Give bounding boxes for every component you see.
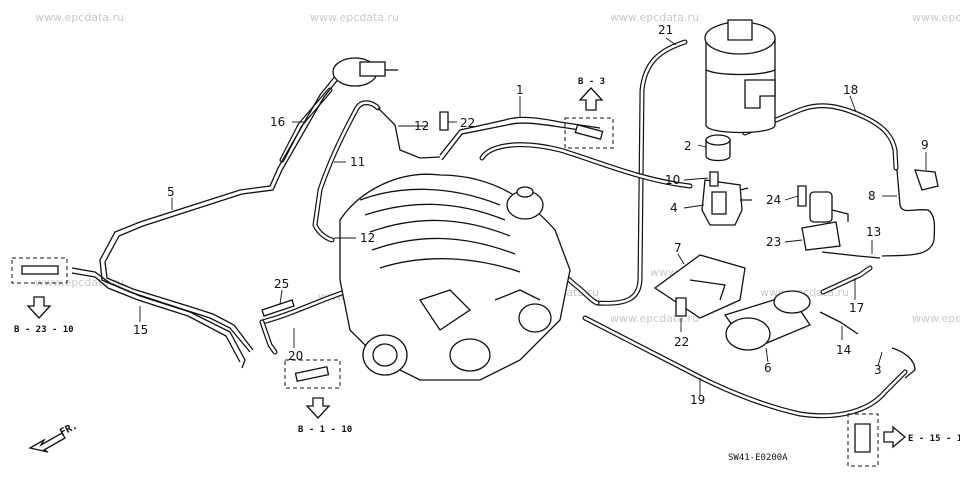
- bolt-10: [709, 171, 719, 187]
- callout-21: 21: [658, 23, 673, 37]
- cap-2: [705, 139, 731, 162]
- callout-10: 10: [665, 173, 680, 187]
- hose-layer: [71, 39, 936, 419]
- front-arrow-icon: [28, 432, 66, 453]
- callout-9: 9: [921, 138, 929, 152]
- watermark: www.epcdata.ru: [35, 11, 124, 24]
- watermark: www.epc: [912, 312, 960, 325]
- pipe-1: [439, 116, 601, 156]
- hose-8: [881, 169, 936, 257]
- callout-25: 25: [274, 277, 289, 291]
- hose-piece-25: [261, 299, 295, 317]
- callout-8: 8: [868, 189, 876, 203]
- ref-label-b2310: B - 23 - 10: [14, 325, 74, 335]
- ref-label-b110: B - 1 - 10: [298, 425, 352, 435]
- callout-2: 2: [684, 139, 692, 153]
- callout-labels: 21 18 9 8 2 10 4 24 23 13 7 17 22 6 14 3…: [133, 23, 929, 407]
- front-label: FR.: [58, 420, 79, 438]
- callout-15: 15: [133, 323, 148, 337]
- arrow-right-e1510: [883, 425, 907, 449]
- pressure-regulator: [332, 57, 398, 87]
- reference-arrows: B - 3 B - 23 - 10 B - 1 - 10 E - 15 - 10: [14, 77, 960, 449]
- callout-19: 19: [690, 393, 705, 407]
- callout-6: 6: [764, 361, 772, 375]
- callout-12-lower: 12: [360, 231, 375, 245]
- callout-4: 4: [670, 201, 678, 215]
- hose-3: [891, 347, 916, 379]
- callout-20: 20: [288, 349, 303, 363]
- ref-box-b3: [564, 117, 614, 149]
- intake-manifold: [339, 173, 571, 381]
- watermark: www.epcdata.ru: [310, 11, 399, 24]
- arrow-down-b2310: [26, 296, 52, 319]
- watermark: www.epc: [912, 11, 960, 24]
- arrow-down-b110: [305, 397, 331, 419]
- callout-13: 13: [866, 225, 881, 239]
- ref-box-e1510: [847, 413, 879, 467]
- solenoid-4: [701, 179, 752, 226]
- bracket-7: [653, 254, 746, 319]
- pipe-15: [71, 267, 246, 369]
- hose-14: [819, 311, 859, 335]
- actuator-6: [723, 290, 811, 351]
- watermark: www.epcdata.ru: [610, 11, 699, 24]
- front-direction-indicator: FR.: [28, 420, 79, 453]
- diagram-code: SW41-E0200A: [728, 453, 788, 463]
- pipe-5: [99, 69, 341, 353]
- callout-22-top: 22: [460, 116, 475, 130]
- leader-lines: [139, 37, 927, 396]
- bolt-22-top: [439, 111, 449, 131]
- hose-13: [821, 251, 881, 259]
- callout-1: 1: [516, 83, 524, 97]
- callout-7: 7: [674, 241, 682, 255]
- reference-boxes: [11, 117, 879, 467]
- ref-label-e1510: E - 15 - 10: [908, 434, 960, 444]
- callout-3: 3: [874, 363, 882, 377]
- ref-box-b2310: [11, 257, 68, 284]
- callout-14: 14: [836, 343, 851, 357]
- clamp-9: [914, 169, 939, 191]
- callout-17: 17: [849, 301, 864, 315]
- bolt-22-lower: [675, 297, 687, 317]
- callout-18: 18: [843, 83, 858, 97]
- callout-5: 5: [167, 185, 175, 199]
- callout-24: 24: [766, 193, 781, 207]
- valve-23: [801, 191, 849, 251]
- callout-23: 23: [766, 235, 781, 249]
- callout-16: 16: [270, 115, 285, 129]
- callout-22-lower: 22: [674, 335, 689, 349]
- arrow-up-b3: [578, 87, 604, 111]
- callout-12-top: 12: [414, 119, 429, 133]
- charcoal-canister: [704, 19, 776, 134]
- hose-11-tail: [377, 107, 441, 159]
- component-layer: [261, 19, 939, 381]
- bolt-24: [797, 185, 807, 207]
- ref-label-b3: B - 3: [578, 77, 605, 87]
- callout-11: 11: [350, 155, 365, 169]
